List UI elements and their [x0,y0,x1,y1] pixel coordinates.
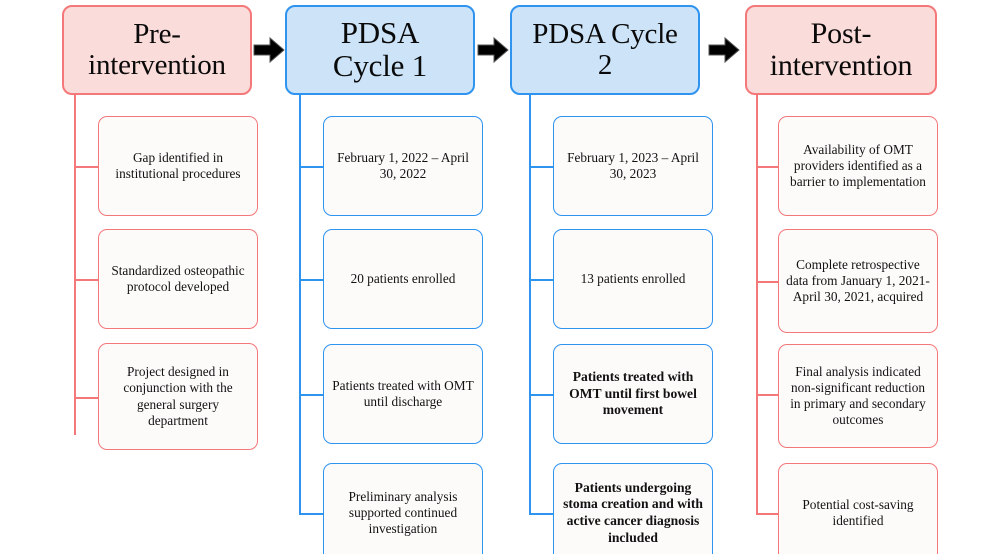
leaf-box-pre-2[interactable]: Standardized osteopathic protocol develo… [98,229,258,329]
connector-stub-pre-1 [74,166,100,168]
connector-stub-c1-2 [299,279,325,281]
arrow-cycle1-to-cycle2 [477,36,509,64]
phase-box-post-intervention[interactable]: Post- intervention [745,5,937,95]
connector-stub-c2-2 [529,279,555,281]
connector-stub-c1-3 [299,394,325,396]
connector-stub-c2-4 [529,513,555,515]
leaf-box-pre-1[interactable]: Gap identified in institutional procedur… [98,116,258,216]
phase-title-pre-intervention: Pre- intervention [64,19,250,80]
arrow-pre-to-cycle1 [253,36,285,64]
phase-title-line2: intervention [769,49,913,82]
connector-stub-c2-3 [529,394,555,396]
column-pdsa-cycle-1: PDSA Cycle 1 February 1, 2022 – April 30… [282,0,510,554]
phase-box-pdsa-cycle-1[interactable]: PDSA Cycle 1 [285,5,475,95]
leaf-text-c1-1: February 1, 2022 – April 30, 2022 [337,149,469,181]
phase-title-post-intervention: Post- intervention [747,18,935,82]
phase-box-pdsa-cycle-2[interactable]: PDSA Cycle 2 [510,5,700,95]
phase-title-line1: Pre- [133,18,181,51]
leaf-box-c2-3[interactable]: Patients treated with OMT until first bo… [553,344,713,444]
leaf-box-c1-4[interactable]: Preliminary analysis supported continued… [323,463,483,554]
leaf-box-c2-2[interactable]: 13 patients enrolled [553,229,713,329]
phase-title-line1: PDSA Cycle [532,18,678,51]
connector-stub-c1-4 [299,513,325,515]
leaf-text-c2-4: Patients undergoing stoma creation and w… [563,479,703,545]
connector-stub-post-1 [756,166,780,168]
leaf-box-c1-3[interactable]: Patients treated with OMT until discharg… [323,344,483,444]
leaf-text-c1-4: Preliminary analysis supported continued… [348,488,458,537]
connector-trunk-pre-intervention [74,95,76,435]
connector-stub-c2-1 [529,166,555,168]
phase-title-line2: intervention [88,49,226,81]
leaf-text-post-4: Potential cost-saving identified [802,496,914,528]
leaf-text-c2-3: Patients treated with OMT until first bo… [569,369,697,418]
connector-stub-pre-3 [74,397,100,399]
leaf-text-pre-1: Gap identified in institutional procedur… [115,149,241,181]
phase-title-line1: Post- [810,17,872,51]
connector-stub-pre-2 [74,279,100,281]
phase-title-pdsa-cycle-2: PDSA Cycle 2 [512,19,698,80]
leaf-box-post-1[interactable]: Availability of OMT providers identified… [778,116,938,216]
phase-title-pdsa-cycle-1: PDSA Cycle 1 [287,15,473,83]
arrow-cycle2-to-post [708,36,740,64]
phase-box-pre-intervention[interactable]: Pre- intervention [62,5,252,95]
connector-stub-post-3 [756,394,780,396]
leaf-text-pre-2: Standardized osteopathic protocol develo… [111,262,245,294]
phase-title-line2: 2 [597,49,613,81]
column-post-intervention: Post- intervention Availability of OMT p… [742,0,986,554]
connector-stub-c1-1 [299,166,325,168]
connector-stub-post-2 [756,281,780,283]
connector-trunk-post-intervention [756,95,758,515]
leaf-text-c2-1: February 1, 2023 – April 30, 2023 [567,149,699,181]
leaf-box-c2-1[interactable]: February 1, 2023 – April 30, 2023 [553,116,713,216]
leaf-box-c1-1[interactable]: February 1, 2022 – April 30, 2022 [323,116,483,216]
leaf-box-pre-3[interactable]: Project designed in conjunction with the… [98,343,258,450]
leaf-box-c1-2[interactable]: 20 patients enrolled [323,229,483,329]
leaf-text-c2-2: 13 patients enrolled [580,270,686,286]
leaf-text-c1-2: 20 patients enrolled [350,270,456,286]
column-pre-intervention: Pre- intervention Gap identified in inst… [0,0,282,554]
leaf-box-c2-4[interactable]: Patients undergoing stoma creation and w… [553,463,713,554]
connector-trunk-pdsa-cycle-1 [299,95,301,515]
phase-title-line2: Cycle 1 [332,48,428,83]
leaf-text-post-2: Complete retrospective data from January… [786,256,930,305]
leaf-text-c1-3: Patients treated with OMT until discharg… [332,377,474,409]
connector-trunk-pdsa-cycle-2 [529,95,531,515]
leaf-text-post-1: Availability of OMT providers identified… [790,141,926,190]
leaf-box-post-4[interactable]: Potential cost-saving identified [778,463,938,554]
connector-stub-post-4 [756,513,780,515]
leaf-text-post-3: Final analysis indicated non-significant… [790,363,926,428]
leaf-text-pre-3: Project designed in conjunction with the… [123,364,233,428]
column-pdsa-cycle-2: PDSA Cycle 2 February 1, 2023 – April 30… [510,0,742,554]
phase-title-line1: PDSA [340,15,420,51]
leaf-box-post-2[interactable]: Complete retrospective data from January… [778,229,938,333]
leaf-box-post-3[interactable]: Final analysis indicated non-significant… [778,344,938,448]
